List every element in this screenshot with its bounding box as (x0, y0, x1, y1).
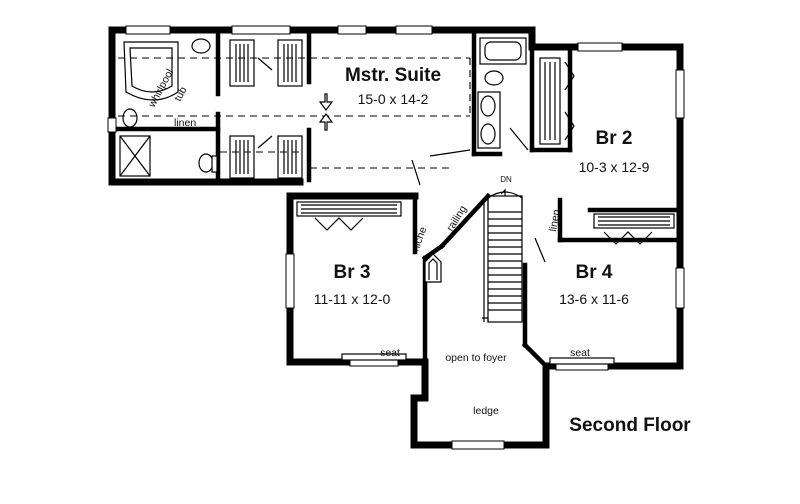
niche (424, 253, 442, 283)
seat-br3-label: seat (380, 347, 400, 359)
floor-title: Second Floor (569, 415, 691, 436)
doors (257, 57, 653, 263)
ledge-label: ledge (473, 405, 499, 417)
master-suite-name: Mstr. Suite (345, 65, 441, 86)
open-to-foyer-label: open to foyer (445, 352, 507, 364)
br3-dims: 11-11 x 12-0 (314, 291, 391, 307)
linen-master-label: linen (174, 117, 196, 129)
whirlpool-tub (123, 41, 179, 101)
windows (107, 25, 685, 450)
dn-label: DN (500, 175, 512, 184)
br2-name: Br 2 (596, 128, 633, 149)
staircase (438, 188, 523, 323)
niche-label: niche (410, 225, 430, 253)
bath-fixtures (119, 37, 527, 177)
ceiling-arrows (318, 93, 334, 131)
master-suite-dims: 15-0 x 14-2 (358, 91, 429, 107)
ceiling-lines (118, 57, 471, 169)
br3-name: Br 3 (334, 262, 371, 283)
stair-railing (438, 192, 492, 250)
window-seats (341, 353, 615, 365)
br2-dims: 10-3 x 12-9 (579, 159, 650, 175)
seat-br4-label: seat (570, 347, 590, 359)
interior-walls (114, 31, 679, 370)
br4-dims: 13-6 x 11-6 (559, 291, 629, 307)
linen-br2-label: linen (547, 208, 563, 232)
br4-name: Br 4 (576, 262, 613, 283)
closets (229, 39, 675, 229)
